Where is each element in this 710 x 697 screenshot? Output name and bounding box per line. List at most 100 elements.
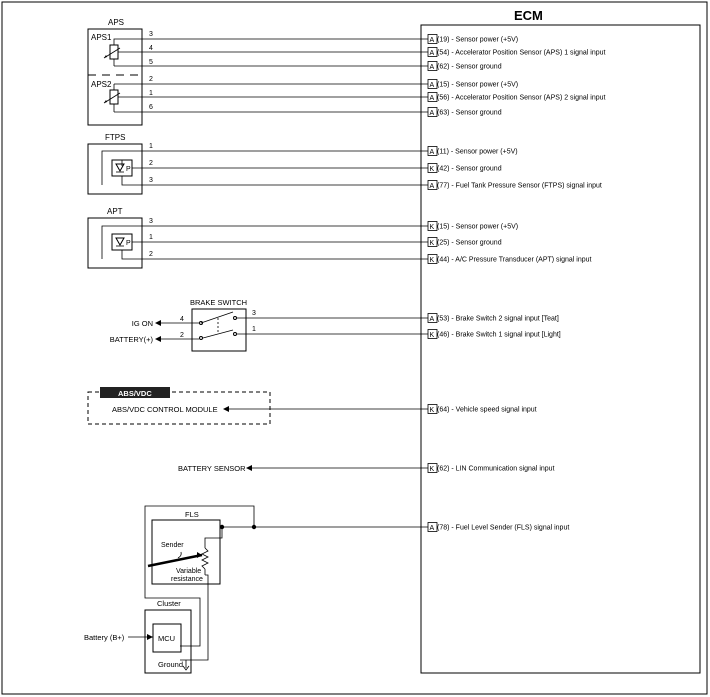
- apt-pin-3: 2: [149, 251, 153, 258]
- cluster-battery-arrow-icon: [147, 634, 153, 640]
- signal-label: (78) - Fuel Level Sender (FLS) signal in…: [437, 525, 569, 532]
- ig-on-label: IG ON: [132, 319, 153, 328]
- connector-prefix: A: [430, 110, 435, 117]
- brake-title: BRAKE SWITCH: [190, 298, 247, 307]
- apt-box: [87, 217, 143, 269]
- aps-pin-1: 3: [149, 31, 153, 38]
- brake-battery-label: BATTERY(+): [110, 335, 154, 344]
- aps1-potentiometer-icon: [103, 40, 121, 66]
- fls-box: [151, 519, 221, 585]
- signal-label: (53) - Brake Switch 2 signal input [Teat…: [437, 316, 559, 323]
- signal-label: (42) - Sensor ground: [437, 166, 502, 173]
- apt-pin-1: 3: [149, 218, 153, 225]
- apt-title: APT: [107, 207, 123, 216]
- brake-pin-3: 3: [252, 310, 256, 317]
- connector-prefix: A: [430, 149, 435, 156]
- ecm-box: [420, 24, 701, 674]
- brake-pin-1: 1: [252, 326, 256, 333]
- ground-icon: [182, 660, 190, 671]
- ecm-signal-aps1_gnd: A(62) - Sensor ground: [427, 61, 502, 71]
- connector-prefix: K: [430, 166, 435, 173]
- ecm-title: ECM: [514, 8, 543, 23]
- brake-pin-4: 4: [180, 316, 184, 323]
- mcu-label: MCU: [158, 634, 175, 643]
- signal-label: (62) - LIN Communication signal input: [437, 466, 555, 473]
- apt-pin-2: 1: [149, 234, 153, 241]
- connector-prefix: A: [430, 37, 435, 44]
- aps-title: APS: [108, 18, 124, 27]
- fls-resistance-label: resistance: [171, 576, 203, 583]
- ecm-signal-aps1_sig: A(54) - Accelerator Position Sensor (APS…: [427, 47, 606, 57]
- brake-pin-2: 2: [180, 332, 184, 339]
- aps-pin-2: 4: [149, 45, 153, 52]
- connector-prefix: K: [430, 240, 435, 247]
- ecm-signal-brk1: K(46) - Brake Switch 1 signal input [Lig…: [427, 329, 561, 339]
- aps-pin-5: 1: [149, 90, 153, 97]
- connector-prefix: A: [430, 95, 435, 102]
- connector-prefix: A: [430, 64, 435, 71]
- ecm-signal-aps1_pwr: A(19) - Sensor power (+5V): [427, 34, 518, 44]
- connector-prefix: A: [430, 525, 435, 532]
- connector-prefix: K: [430, 466, 435, 473]
- ftps-pin-2: 2: [149, 160, 153, 167]
- connector-prefix: A: [430, 183, 435, 190]
- cluster-battery-label: Battery (B+): [84, 633, 125, 642]
- ecm-signal-brk2: A(53) - Brake Switch 2 signal input [Tea…: [427, 313, 559, 323]
- fls-junction-dot: [219, 524, 225, 530]
- fls-variable-resistor-icon: [147, 547, 209, 575]
- ecm-signal-lin: K(62) - LIN Communication signal input: [427, 463, 555, 473]
- connector-prefix: K: [430, 332, 435, 339]
- connector-prefix: A: [430, 82, 435, 89]
- ftps-title: FTPS: [105, 133, 125, 142]
- aps-pin-4: 2: [149, 76, 153, 83]
- ecm-signal-aps2_sig: A(56) - Accelerator Position Sensor (APS…: [427, 92, 606, 102]
- ecm-signal-aps2_gnd: A(63) - Sensor ground: [427, 107, 502, 117]
- fls-title: FLS: [185, 510, 199, 519]
- ecm-signal-ftps_gnd: K(42) - Sensor ground: [427, 163, 502, 173]
- ecm-signal-ftps_pwr: A(11) - Sensor power (+5V): [427, 146, 518, 156]
- cluster-title: Cluster: [157, 599, 181, 608]
- signal-label: (15) - Sensor power (+5V): [437, 82, 518, 89]
- signal-label: (19) - Sensor power (+5V): [437, 37, 518, 44]
- signal-label: (56) - Accelerator Position Sensor (APS)…: [437, 95, 606, 102]
- brake-switch-contacts-icon: [199, 311, 237, 340]
- fls-variable-label: Variable: [176, 568, 201, 575]
- signal-label: (46) - Brake Switch 1 signal input [Ligh…: [437, 332, 561, 339]
- apt-pressure-sensor-icon: P: [111, 233, 133, 251]
- svg-text:P: P: [126, 240, 131, 247]
- ftps-pin-3: 3: [149, 177, 153, 184]
- abs-arrow-icon: [223, 406, 229, 412]
- connector-prefix: K: [430, 407, 435, 414]
- aps1-label: APS1: [91, 33, 112, 42]
- abs-module-label: ABS/VDC CONTROL MODULE: [112, 405, 218, 414]
- signal-label: (63) - Sensor ground: [437, 110, 502, 117]
- cluster-box: [144, 609, 192, 674]
- ecm-signal-apt_pwr: K(15) - Sensor power (+5V): [427, 221, 518, 231]
- signal-label: (62) - Sensor ground: [437, 64, 502, 71]
- abs-module-box: [87, 391, 271, 425]
- signal-label: (25) - Sensor ground: [437, 240, 502, 247]
- signal-label: (77) - Fuel Tank Pressure Sensor (FTPS) …: [437, 183, 602, 190]
- signal-label: (64) - Vehicle speed signal input: [437, 407, 537, 414]
- ecm-signal-ftps_sig: A(77) - Fuel Tank Pressure Sensor (FTPS)…: [427, 180, 602, 190]
- ecm-signal-apt_gnd: K(25) - Sensor ground: [427, 237, 502, 247]
- battery-sensor-label: BATTERY SENSOR: [178, 464, 246, 473]
- aps2-label: APS2: [91, 80, 112, 89]
- ecm-signal-vss: K(64) - Vehicle speed signal input: [427, 404, 537, 414]
- ftps-box: [87, 143, 143, 195]
- connector-prefix: A: [430, 316, 435, 323]
- connector-prefix: K: [430, 257, 435, 264]
- ecm-signal-fls: A(78) - Fuel Level Sender (FLS) signal i…: [427, 522, 569, 532]
- connector-prefix: K: [430, 224, 435, 231]
- battery-sensor-arrow-icon: [246, 465, 252, 471]
- ecm-signal-apt_sig: K(44) - A/C Pressure Transducer (APT) si…: [427, 254, 592, 264]
- ecm-signal-aps2_pwr: A(15) - Sensor power (+5V): [427, 79, 518, 89]
- signal-label: (15) - Sensor power (+5V): [437, 224, 518, 231]
- abs-tag: ABS/VDC: [118, 389, 152, 398]
- signal-label: (11) - Sensor power (+5V): [437, 149, 518, 156]
- cluster-ground-label: Ground: [158, 660, 183, 669]
- signal-label: (54) - Accelerator Position Sensor (APS)…: [437, 50, 606, 57]
